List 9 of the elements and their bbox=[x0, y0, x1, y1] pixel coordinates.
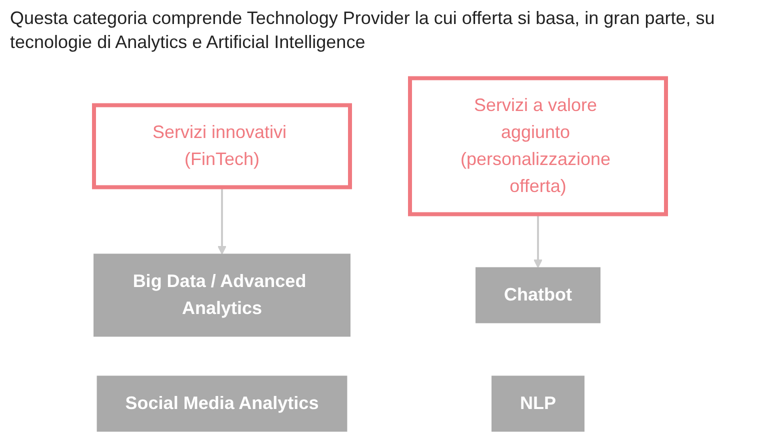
node-box: Social Media Analytics bbox=[96, 375, 347, 432]
node-box: NLP bbox=[491, 375, 584, 432]
node-box: Big Data / Advanced Analytics bbox=[93, 253, 350, 336]
arrow bbox=[217, 186, 226, 254]
node-box: Servizi innovativi (FinTech) bbox=[92, 102, 352, 189]
node-box: Chatbot bbox=[475, 266, 600, 323]
description-text: Questa categoria comprende Technology Provider la cui offerta si basa, in gran parte, su tecnologie di Analytics e Artificial Intelligence bbox=[10, 7, 716, 54]
arrow bbox=[533, 214, 542, 268]
node-box: Servizi a valore aggiunto (personalizzazione offerta) bbox=[408, 76, 668, 216]
